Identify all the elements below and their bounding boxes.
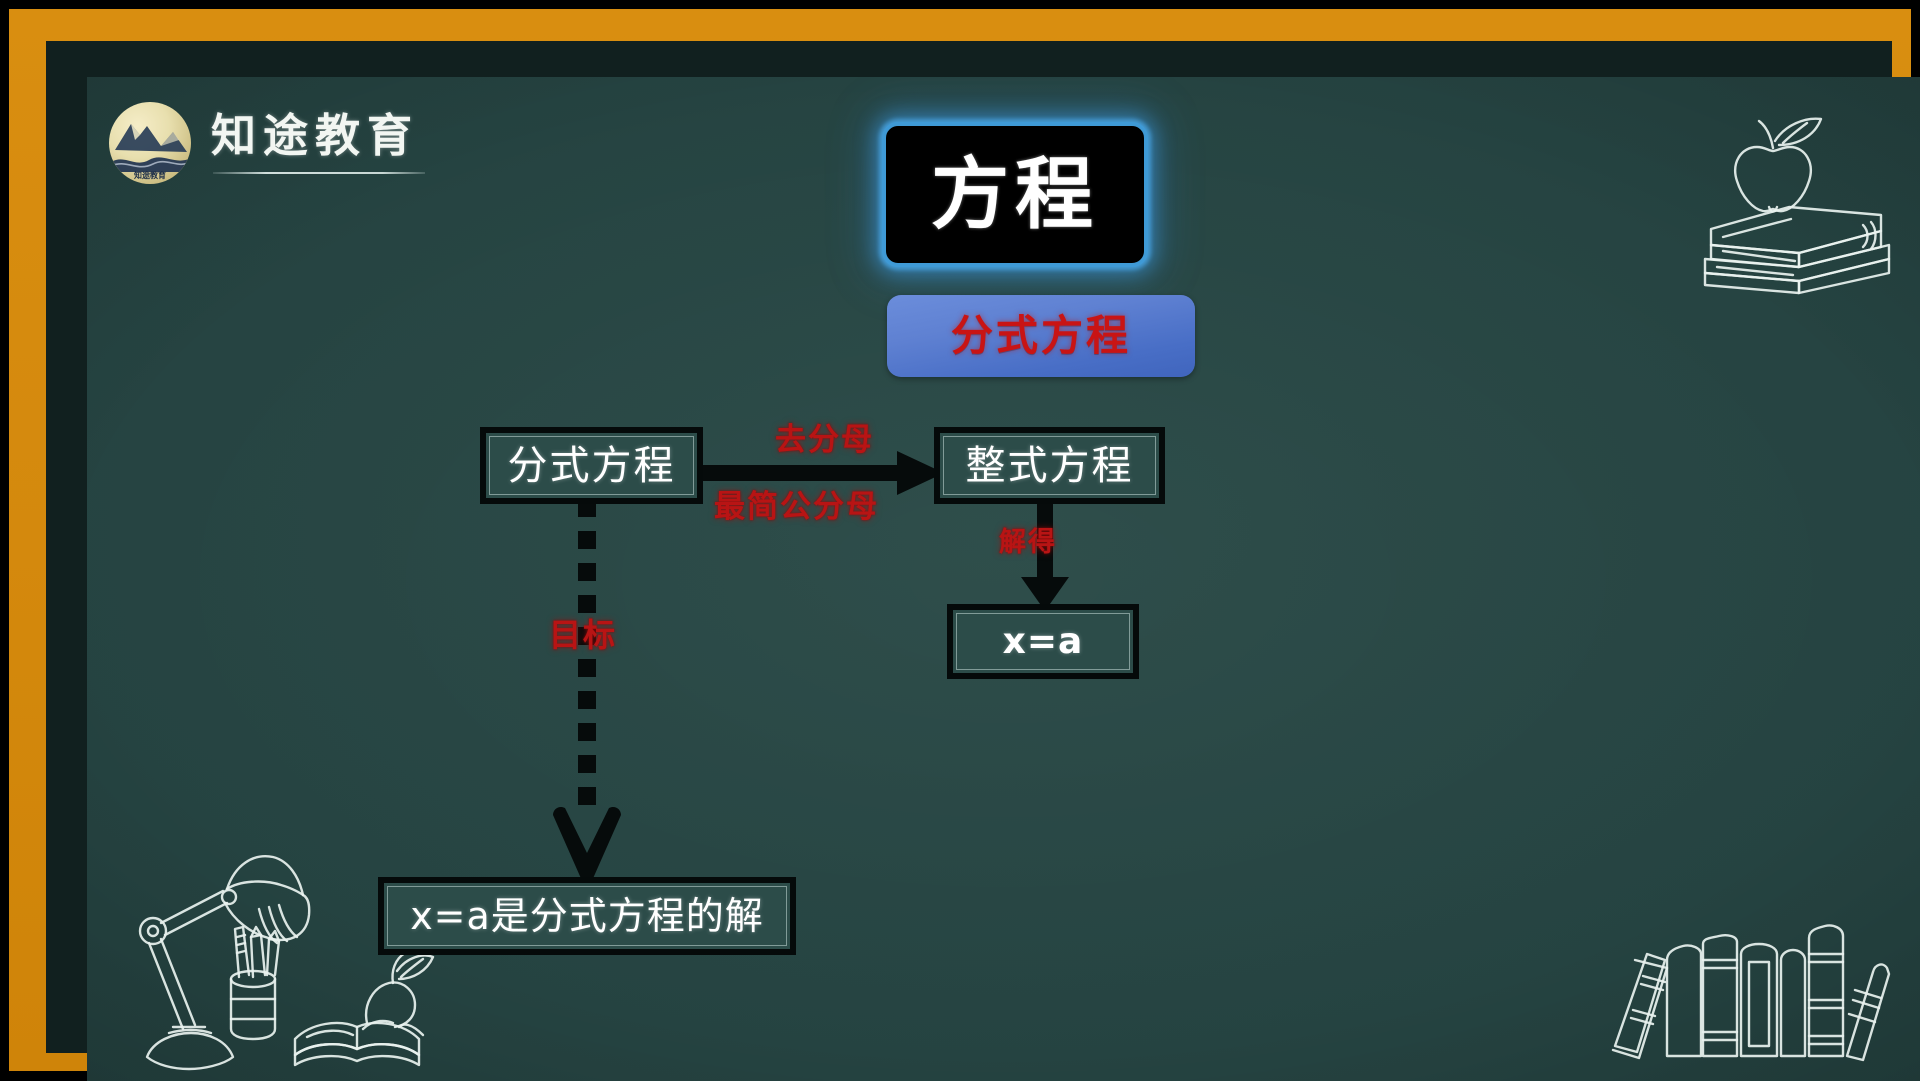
edge-goal-dotted-arrow (545, 497, 629, 887)
edge-label-least-common-denominator: 最简公分母 (714, 489, 879, 525)
mountain-circle-logo-icon: 知途教育 (109, 102, 191, 184)
edge-solve-arrow (1017, 495, 1073, 613)
page-title: 方程 (930, 149, 1099, 240)
node-integral-equation: 整式方程 (934, 427, 1165, 504)
node-label: x=a是分式方程的解 (410, 894, 764, 938)
node-x-equals-a: x=a (947, 604, 1139, 679)
edge-label-remove-denominator: 去分母 (775, 422, 874, 458)
node-solution-statement: x=a是分式方程的解 (378, 877, 796, 955)
node-label: x=a (1002, 620, 1084, 662)
blackboard-edge: 知途教育 知途教育 方程 分式方程 (46, 41, 1920, 1081)
brand-name: 知途教育 (211, 108, 420, 162)
subtitle-label: 分式方程 (950, 311, 1131, 360)
node-label: 分式方程 (507, 442, 676, 489)
orange-frame: 知途教育 知途教育 方程 分式方程 (9, 9, 1920, 1081)
node-label: 整式方程 (965, 442, 1134, 489)
brand-text-wrap: 知途教育 (211, 113, 425, 174)
edge-remove-denominator-arrow (699, 447, 947, 499)
brand-logo: 知途教育 知途教育 (109, 102, 425, 184)
edge-label-goal: 目标 (549, 616, 618, 654)
apple-on-books-icon (1649, 107, 1899, 297)
subtitle-chip: 分式方程 (887, 295, 1195, 377)
blackboard: 知途教育 知途教育 方程 分式方程 (87, 77, 1920, 1081)
svg-text:知途教育: 知途教育 (134, 170, 166, 180)
edge-label-solve-to-get: 解得 (999, 527, 1057, 558)
row-of-books-icon (1591, 914, 1891, 1069)
brand-underline (213, 171, 425, 174)
node-fractional-equation: 分式方程 (480, 427, 703, 504)
slide-title-box: 方程 (882, 122, 1148, 267)
